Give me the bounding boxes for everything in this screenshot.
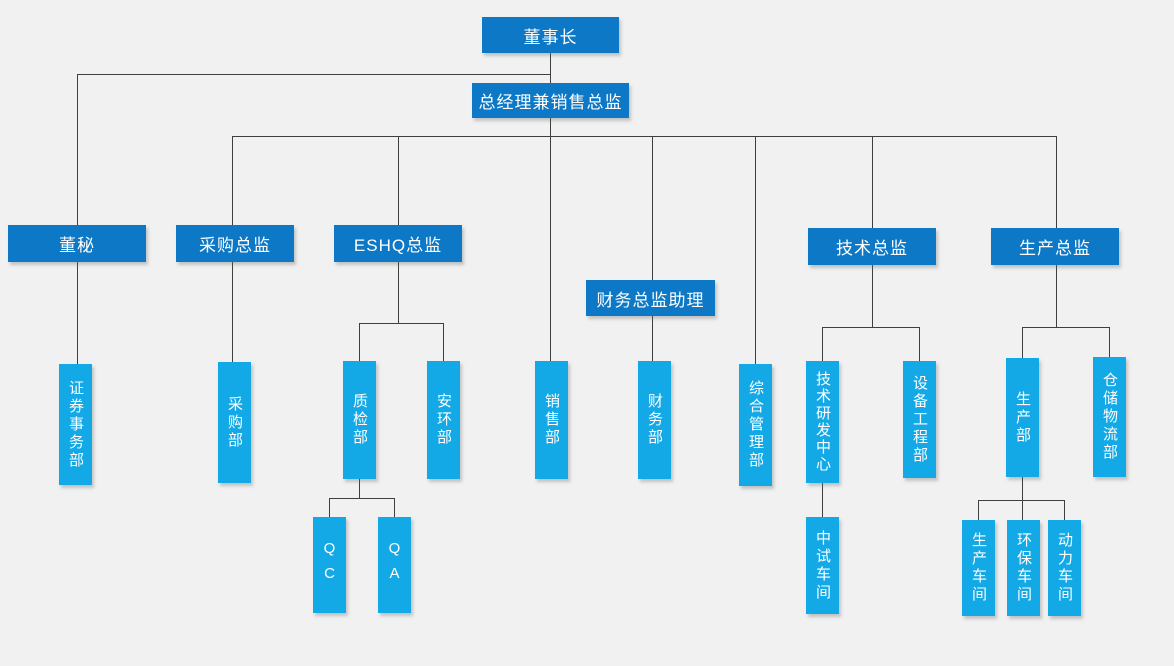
node-production-workshop[interactable]: 生产车间 (962, 520, 995, 616)
connector-techrd-pilot-v (822, 483, 823, 517)
connector-drop-power-workshop (1064, 500, 1065, 520)
node-power-workshop[interactable]: 动力车间 (1048, 520, 1081, 616)
connector-drop-equipment (919, 327, 920, 361)
node-securities-affairs-dept[interactable]: 证券事务部 (59, 364, 92, 485)
node-eshq-director[interactable]: ESHQ总监 (334, 225, 462, 262)
connector-chairman-secretary-v (77, 74, 78, 364)
node-sales-dept[interactable]: 销售部 (535, 361, 568, 479)
connector-production-children-h (1022, 327, 1109, 328)
node-tech-director[interactable]: 技术总监 (808, 228, 936, 265)
connector-drop-tech-rd (822, 327, 823, 361)
node-general-management-dept[interactable]: 综合管理部 (739, 364, 772, 486)
connector-chairman-secretary-h (77, 74, 551, 75)
node-warehouse-logistics-dept[interactable]: 仓储物流部 (1093, 357, 1126, 477)
connector-qc-qa-h (329, 498, 395, 499)
node-procurement-dept[interactable]: 采购部 (218, 362, 251, 483)
node-env-protection-workshop[interactable]: 环保车间 (1007, 520, 1040, 616)
node-production-dept[interactable]: 生产部 (1006, 358, 1039, 477)
connector-drop-finance-assistant (652, 136, 653, 361)
connector-drop-quality (359, 323, 360, 361)
node-gm-sales-director[interactable]: 总经理兼销售总监 (472, 83, 629, 118)
connector-chairman-gm (550, 53, 551, 83)
connector-drop-production-dept (1022, 327, 1023, 358)
node-procurement-director[interactable]: 采购总监 (176, 225, 294, 262)
node-production-director[interactable]: 生产总监 (991, 228, 1119, 265)
connector-eshq-children-h (359, 323, 444, 324)
connector-drop-qc (329, 498, 330, 517)
node-equipment-engineering-dept[interactable]: 设备工程部 (903, 361, 936, 478)
connector-workshops-h (978, 500, 1065, 501)
node-qc[interactable]: QC (313, 517, 346, 613)
node-safety-env-dept[interactable]: 安环部 (427, 361, 460, 479)
connector-production-workshops-v (1022, 477, 1023, 520)
connector-gm-trunk-v (550, 118, 551, 361)
connector-tech-children-h (822, 327, 919, 328)
connector-drop-qa (394, 498, 395, 517)
node-pilot-workshop[interactable]: 中试车间 (806, 517, 839, 614)
connector-trunk-h (232, 136, 1056, 137)
node-board-secretary[interactable]: 董秘 (8, 225, 146, 262)
node-finance-director-assistant[interactable]: 财务总监助理 (586, 280, 715, 316)
node-qa[interactable]: QA (378, 517, 411, 613)
connector-drop-production-workshop (978, 500, 979, 520)
connector-drop-general-mgmt (755, 136, 756, 364)
node-tech-rd-center[interactable]: 技术研发中心 (806, 361, 839, 483)
node-quality-inspection-dept[interactable]: 质检部 (343, 361, 376, 479)
connector-drop-warehouse (1109, 327, 1110, 357)
connector-drop-safety (443, 323, 444, 361)
node-finance-dept[interactable]: 财务部 (638, 361, 671, 479)
node-chairman[interactable]: 董事长 (482, 17, 619, 53)
connector-quality-stub-v (359, 479, 360, 498)
